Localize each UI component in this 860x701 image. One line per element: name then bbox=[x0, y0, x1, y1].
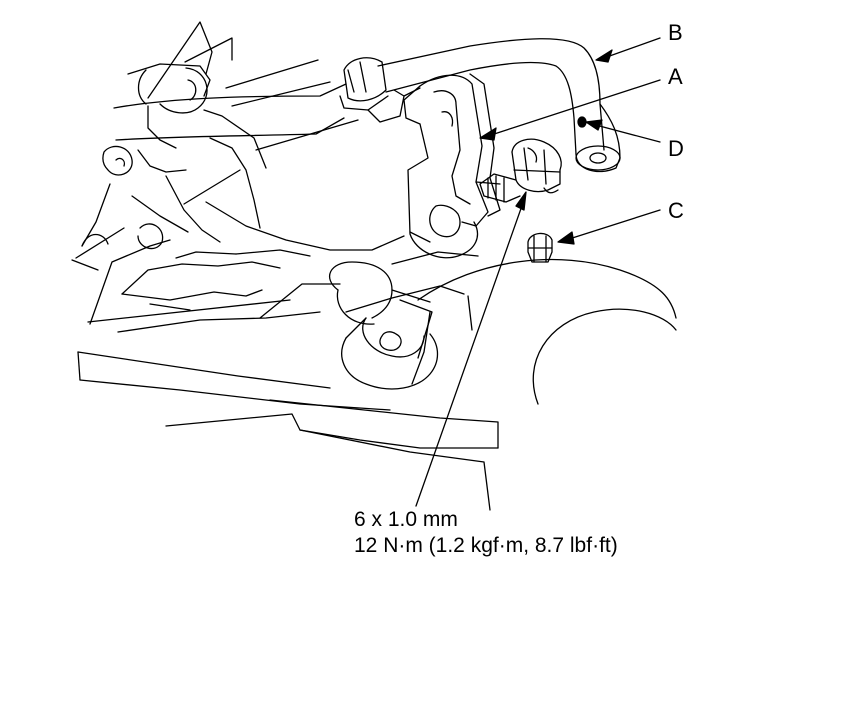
engine-cylinder-outline bbox=[411, 258, 677, 405]
flange-bolt bbox=[479, 138, 562, 203]
background-engine-outline bbox=[71, 21, 499, 511]
breather-fitting bbox=[527, 232, 553, 263]
marking-dot-d bbox=[577, 116, 587, 128]
arrow-a-icon bbox=[479, 127, 497, 141]
callout-c: C bbox=[668, 198, 684, 223]
leader-line-c bbox=[565, 209, 661, 241]
arrow-c-icon bbox=[557, 231, 575, 245]
leader-line-a bbox=[487, 79, 661, 137]
arrow-b-icon bbox=[595, 49, 613, 63]
leader-lines bbox=[415, 37, 661, 507]
mounting-bracket bbox=[403, 73, 501, 259]
callout-d: D bbox=[668, 136, 684, 161]
arrow-d-icon bbox=[585, 119, 603, 131]
callout-a: A bbox=[668, 64, 683, 89]
pipe-clamp bbox=[339, 57, 421, 123]
leader-line-b bbox=[603, 37, 661, 59]
bolt-torque-label: 12 N·m (1.2 kgf·m, 8.7 lbf·ft) bbox=[354, 534, 618, 557]
breather-pipe bbox=[113, 38, 621, 173]
leader-line-d bbox=[591, 123, 661, 143]
leader-line-bolt bbox=[415, 199, 525, 507]
arrow-bolt-icon bbox=[515, 191, 527, 211]
hose-clamp-lower bbox=[328, 261, 439, 390]
bolt-size-label: 6 x 1.0 mm bbox=[354, 508, 458, 531]
callout-b: B bbox=[668, 20, 683, 45]
